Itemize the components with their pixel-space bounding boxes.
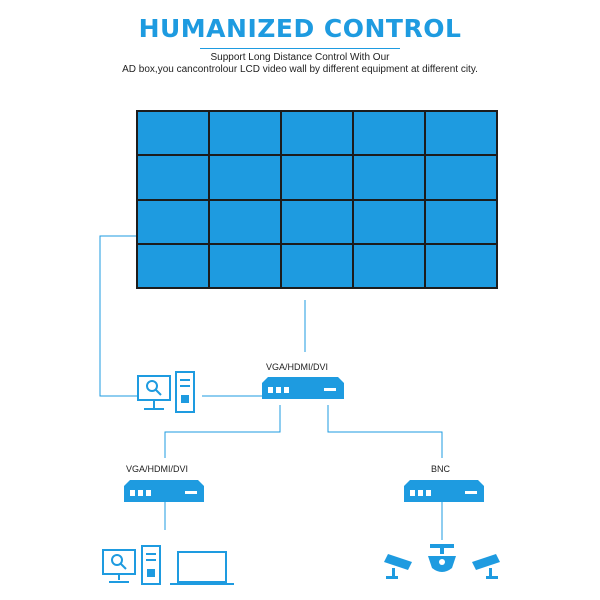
video-wall-panel: [282, 200, 352, 243]
video-wall-panel: [138, 156, 208, 199]
video-wall-panel: [210, 156, 280, 199]
right-controller-box-icon: [404, 480, 484, 502]
computer-icon: [102, 545, 161, 585]
video-wall-panel: [426, 112, 496, 155]
video-wall-panel: [210, 244, 280, 287]
video-wall-panel: [354, 200, 424, 243]
cctv-camera-icon: [472, 554, 500, 579]
page-title: HUMANIZED CONTROL: [138, 14, 462, 43]
right-box-label: BNC: [431, 464, 451, 474]
computer-icon: [137, 371, 195, 413]
laptop-icon: [170, 551, 234, 585]
video-wall-panel: [426, 244, 496, 287]
video-wall-panel: [282, 244, 352, 287]
video-wall-panel: [426, 156, 496, 199]
subtitle-line-2: AD box,you cancontrolour LCD video wall …: [122, 64, 478, 75]
main-to-left-box-line: [164, 405, 281, 458]
video-wall-panel: [210, 112, 280, 155]
main-to-right-box-line: [327, 405, 443, 458]
video-wall-panel: [138, 244, 208, 287]
video-wall-panel: [138, 112, 208, 155]
video-wall-panel: [426, 200, 496, 243]
dome-camera-icon: [428, 544, 456, 572]
subtitle-line-1: Support Long Distance Control With Our: [210, 52, 390, 63]
main-box-label: VGA/HDMI/DVI: [266, 362, 329, 372]
video-wall-panel: [354, 112, 424, 155]
video-wall-panel: [282, 112, 352, 155]
lcd-video-wall: [136, 110, 498, 289]
left-controller-box-icon: [124, 480, 204, 502]
video-wall-panel: [354, 156, 424, 199]
video-wall-panel: [282, 156, 352, 199]
video-wall-panel: [354, 244, 424, 287]
video-wall-panel: [138, 200, 208, 243]
wall-to-computer-line: [99, 235, 138, 397]
title-underline: [200, 48, 400, 49]
main-controller-box-icon: [262, 377, 344, 399]
connection-lines: [99, 235, 443, 540]
left-box-label: VGA/HDMI/DVI: [126, 464, 189, 474]
video-wall-panel: [210, 200, 280, 243]
cctv-camera-icon: [384, 554, 412, 579]
